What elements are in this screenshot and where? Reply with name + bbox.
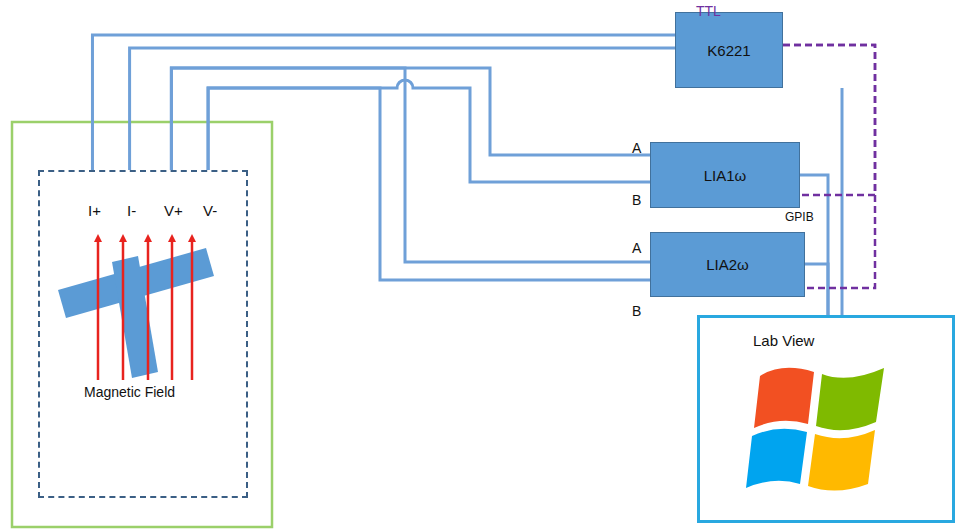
terminal-label: V+ [164,202,183,219]
input-label: A [632,240,641,256]
signal-wire [171,68,650,262]
computer-panel: Lab View [697,315,955,523]
input-label: B [632,192,641,208]
hall-bar [58,248,214,378]
signal-wire [92,35,675,170]
signal-wire [130,48,675,170]
sample-holder [12,122,272,527]
instrument-name: K6221 [707,42,750,59]
instrument-name: LIA1ω [704,167,747,184]
lock-in-box: LIA2ω [650,232,805,297]
input-label: A [632,140,641,156]
caption-text: Lab View [753,332,814,349]
bus-label: TTL [696,3,721,19]
terminal-label: I- [127,202,136,219]
lock-in-box: LIA1ω [650,142,800,208]
current-source-box: K6221 [675,12,783,88]
bus-label: GPIB [785,210,814,224]
caption-text: Magnetic Field [84,384,175,400]
signal-wire [208,80,650,182]
sample-area: I+ I- V+ V- Magnetic Field [38,170,248,498]
windows-logo [746,368,884,491]
input-label: B [632,303,641,319]
signal-wire [805,264,828,315]
field-arrows [98,238,192,380]
signal-wire [208,88,650,280]
terminal-label: I+ [88,202,101,219]
terminal-label: V- [203,202,217,219]
signal-wire [841,88,844,315]
instrument-name: LIA2ω [706,256,749,273]
